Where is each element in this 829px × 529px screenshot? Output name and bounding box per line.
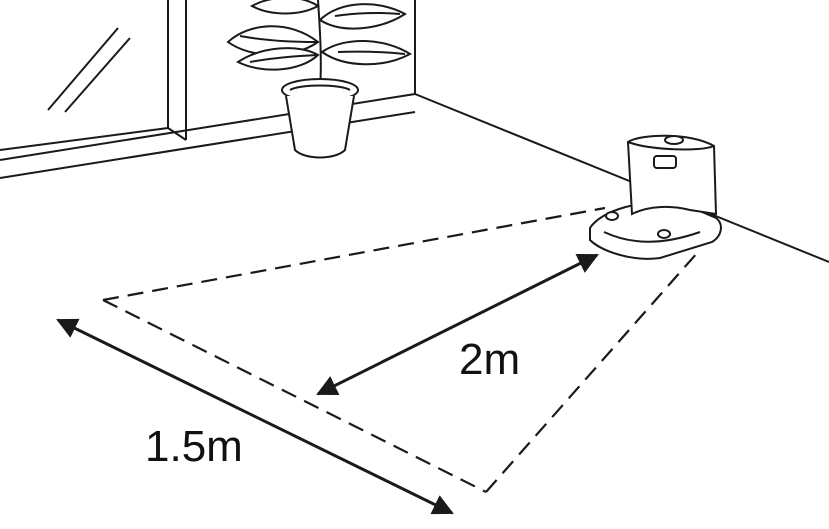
plant-leaf [239, 35, 317, 43]
dock-base-plate [589, 201, 722, 260]
arrow-side-clearance [56, 318, 454, 515]
home-base-dock [589, 134, 722, 260]
plant-stem [317, 0, 322, 91]
measurement-arrows [56, 253, 599, 515]
plant-pot-body [285, 95, 355, 159]
dock-top-knob [664, 135, 684, 145]
wall-floor-edge-right [414, 93, 829, 263]
wall-floor-edge-left-lower [0, 111, 416, 179]
front-clearance-label: 2m [459, 335, 521, 384]
plant-leaf [249, 54, 319, 63]
arrow-front-clearance [316, 253, 599, 396]
plant-leaf [334, 11, 401, 17]
plant-leaf [318, 3, 407, 30]
plant-pot-rim-inner [289, 84, 351, 91]
dock-contact [657, 229, 671, 239]
side-clearance-label: 1.5m [145, 422, 243, 471]
plant-leaf [337, 50, 406, 55]
plant-leaf [249, 0, 320, 15]
dock-contact [605, 211, 619, 221]
potted-plant [226, 0, 412, 159]
window [0, 0, 187, 151]
clearance-edge-far [102, 206, 606, 302]
dock-tower [626, 134, 718, 216]
dock-indicator [653, 155, 677, 169]
